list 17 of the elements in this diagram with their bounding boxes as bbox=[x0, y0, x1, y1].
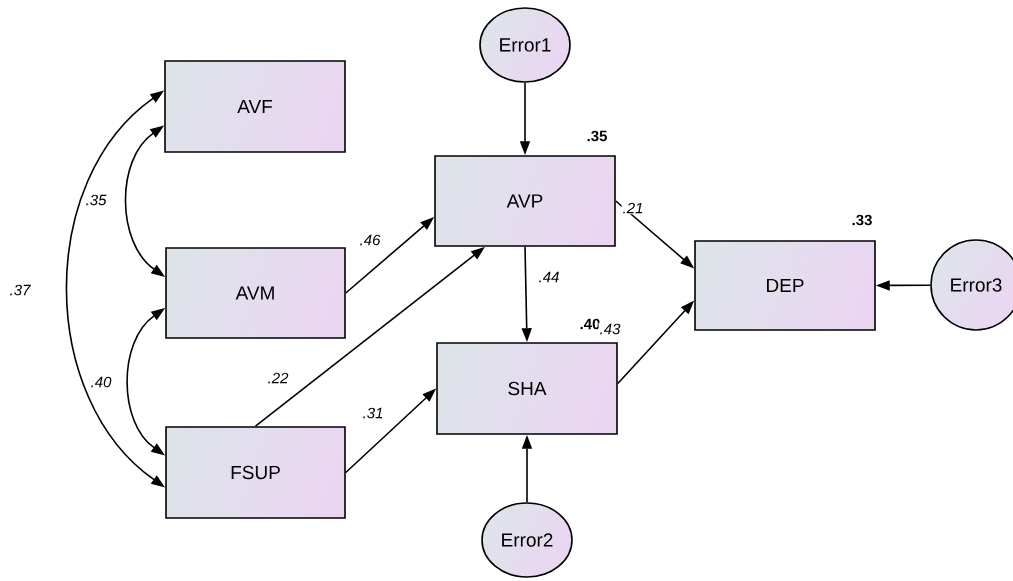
variable-box: DEP bbox=[694, 240, 876, 331]
edge-label: .37 bbox=[8, 283, 32, 297]
variable-box: AVP bbox=[434, 155, 616, 247]
coefficient-label: .33 bbox=[852, 214, 872, 226]
edge-label: .44 bbox=[537, 270, 561, 284]
variable-box: AVF bbox=[164, 60, 346, 153]
variable-box: SHA bbox=[436, 342, 618, 435]
variable-box: AVM bbox=[165, 247, 346, 339]
edge-label: .40 bbox=[89, 375, 113, 389]
edge-label: .22 bbox=[266, 371, 290, 385]
edge-label: .46 bbox=[358, 233, 382, 247]
variable-box: FSUP bbox=[165, 426, 346, 519]
edge-label: .35 bbox=[84, 193, 108, 207]
edge-label: .21 bbox=[621, 201, 645, 215]
coefficient-label: .40 bbox=[580, 318, 600, 330]
coefficient-label: .35 bbox=[587, 130, 607, 142]
edge-label: .31 bbox=[361, 406, 385, 420]
